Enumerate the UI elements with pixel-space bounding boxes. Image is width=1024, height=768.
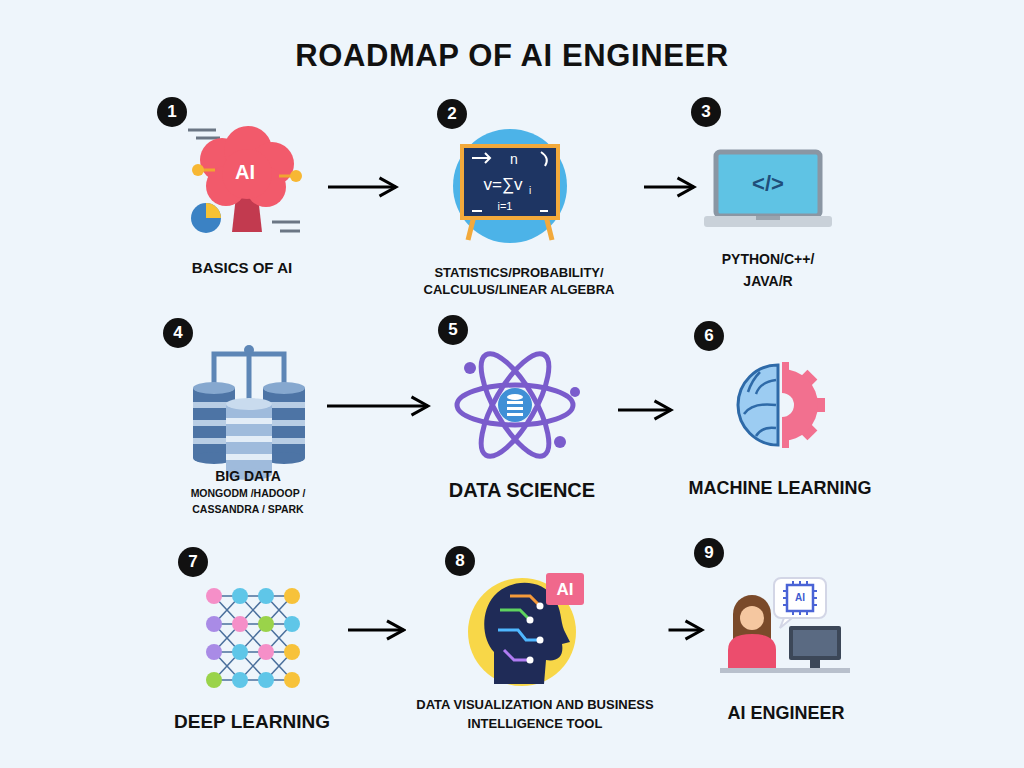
step-number: 1 xyxy=(157,97,187,127)
network-neuron xyxy=(206,644,222,660)
data-science-icon xyxy=(457,345,580,465)
icon-space xyxy=(434,355,610,479)
network-neuron xyxy=(206,588,222,604)
network-neuron xyxy=(206,616,222,632)
network-neuron xyxy=(232,644,248,660)
step-basics: BASICS OF AI xyxy=(164,125,320,277)
network-neuron xyxy=(206,672,222,688)
arrow-connector xyxy=(328,186,396,189)
step-data-science: DATA SCIENCE xyxy=(434,355,610,501)
network-neuron xyxy=(232,616,248,632)
network-neuron xyxy=(284,616,300,632)
step-number: 2 xyxy=(437,99,467,129)
step-label: DATA SCIENCE xyxy=(437,479,607,501)
formula-text: n xyxy=(510,152,518,166)
network-neuron xyxy=(284,672,300,688)
icon-text: AI xyxy=(795,593,805,603)
step-number: 3 xyxy=(691,97,721,127)
arrow-connector xyxy=(669,629,703,632)
icon-space xyxy=(164,585,340,711)
step-number: 6 xyxy=(694,321,724,351)
icon-text: AI xyxy=(235,162,255,182)
icon-text: AI xyxy=(557,581,574,598)
network-neuron xyxy=(258,616,274,632)
step-label: BASICS OF AI xyxy=(167,259,317,277)
formula-text: v=∑v xyxy=(483,176,522,193)
network-neuron xyxy=(232,588,248,604)
step-label: BIG DATA xyxy=(188,467,308,485)
step-big-data: BIG DATAMONGODM /HADOOP / CASSANDRA / SP… xyxy=(177,348,319,517)
icon-space xyxy=(677,355,883,477)
network-neuron xyxy=(232,672,248,688)
laptop-icon xyxy=(704,152,832,227)
arrow-connector xyxy=(327,405,428,408)
database-icon xyxy=(193,345,305,480)
step-number: 9 xyxy=(694,538,724,568)
title: ROADMAP OF AI ENGINEER xyxy=(0,38,1024,74)
step-deep-learning: DEEP LEARNING xyxy=(164,585,340,733)
icon-space xyxy=(177,348,319,467)
network-neuron xyxy=(284,644,300,660)
step-label: STATISTICS/PROBABILITY/ CALCULUS/LINEAR … xyxy=(405,264,633,298)
arrow-connector xyxy=(618,409,671,412)
icon-space xyxy=(410,568,661,695)
step-number: 8 xyxy=(445,546,475,576)
step-sublabel: MONGODM /HADOOP / CASSANDRA / SPARK xyxy=(180,485,316,517)
network-neuron xyxy=(258,672,274,688)
step-label: DEEP LEARNING xyxy=(167,711,337,733)
icon-space xyxy=(708,575,864,702)
step-label: PYTHON/C++/ JAVA/R xyxy=(703,248,833,292)
formula-text: i=1 xyxy=(498,201,513,212)
step-number: 4 xyxy=(163,318,193,348)
step-label: MACHINE LEARNING xyxy=(680,477,880,499)
network-neuron xyxy=(258,644,274,660)
icon-text: </> xyxy=(752,173,784,195)
neural-network-icon xyxy=(206,588,300,688)
math-board-icon xyxy=(453,129,567,243)
network-neuron xyxy=(284,588,300,604)
icon-space xyxy=(700,150,836,248)
step-label: AI ENGINEER xyxy=(711,702,861,724)
step-number: 5 xyxy=(438,315,468,345)
network-neuron xyxy=(258,588,274,604)
ai-head-icon xyxy=(468,573,584,686)
ai-brain-icon xyxy=(188,126,302,233)
step-machine-learning: MACHINE LEARNING xyxy=(677,355,883,499)
step-math: STATISTICS/PROBABILITY/ CALCULUS/LINEAR … xyxy=(402,130,636,298)
step-languages: PYTHON/C++/ JAVA/R xyxy=(700,150,836,292)
icon-space xyxy=(164,125,320,259)
ai-engineer-icon xyxy=(720,578,850,673)
arrow-connector xyxy=(348,629,404,632)
step-visualization: DATA VISUALIZATION AND BUSINESS INTELLIG… xyxy=(410,568,661,733)
step-number: 7 xyxy=(178,547,208,577)
step-label: DATA VISUALIZATION AND BUSINESS INTELLIG… xyxy=(413,695,658,733)
step-ai-engineer: AI ENGINEER xyxy=(708,575,864,724)
arrow-connector xyxy=(644,186,694,189)
machine-learning-icon xyxy=(738,362,825,448)
formula-text: i xyxy=(529,186,531,196)
icon-space xyxy=(402,130,636,264)
